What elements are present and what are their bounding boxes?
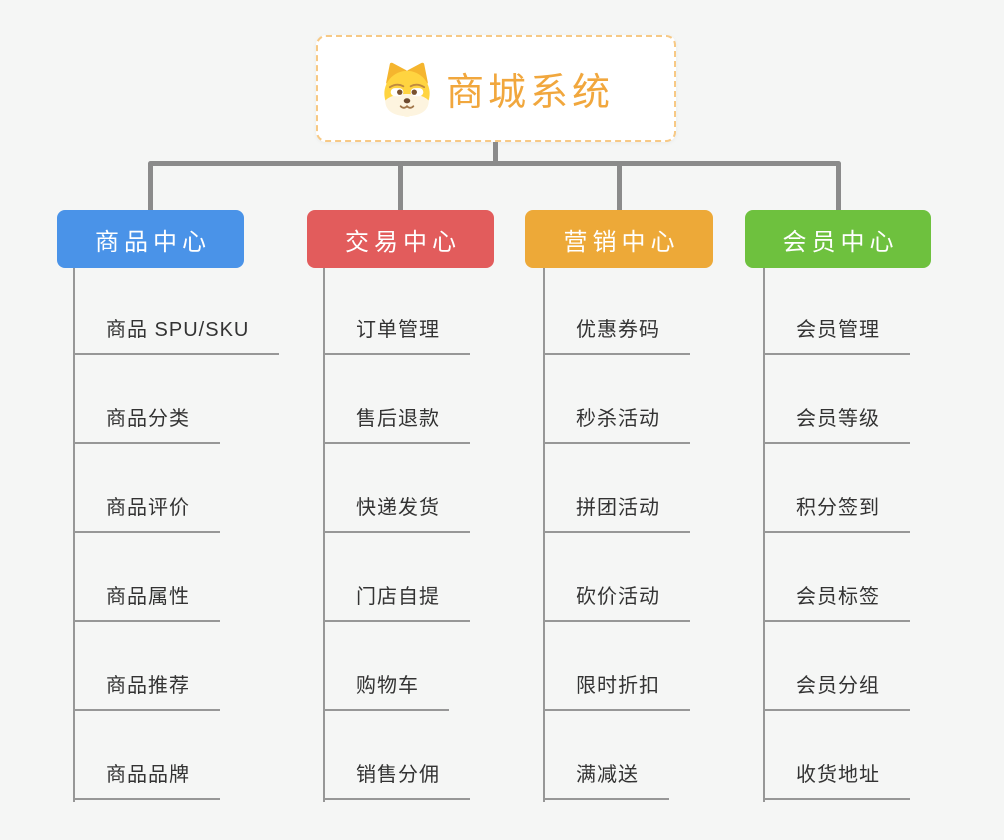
branch-node-label: 会员中心 (782, 228, 899, 256)
leaf-node[interactable]: 商品 SPU/SKU (75, 317, 280, 355)
leaf-node[interactable]: 商品评价 (75, 495, 220, 533)
leaf-node[interactable]: 门店自提 (325, 584, 470, 622)
dog-face-icon (384, 62, 430, 116)
connector-horizontal-bar (148, 161, 841, 166)
branch-children: 商品 SPU/SKU 商品分类商品评价商品属性商品推荐商品品牌 (73, 268, 280, 802)
leaf-node[interactable]: 秒杀活动 (545, 406, 690, 444)
branch-children: 订单管理售后退款快递发货门店自提购物车销售分佣 (323, 268, 470, 802)
leaf-node[interactable]: 商品推荐 (75, 673, 220, 711)
branch-node[interactable]: 会员中心 (745, 210, 931, 268)
branch-node[interactable]: 营销中心 (525, 210, 713, 268)
leaf-node[interactable]: 会员等级 (765, 406, 910, 444)
leaf-node[interactable]: 购物车 (325, 673, 449, 711)
root-title: 商城系统 (445, 72, 614, 114)
leaf-node[interactable]: 满减送 (545, 762, 669, 800)
branch-node-label: 交易中心 (345, 228, 461, 256)
connector-drop-branch-1 (148, 163, 153, 210)
leaf-node[interactable]: 收货地址 (765, 762, 910, 800)
connector-drop-branch-4 (836, 163, 841, 210)
leaf-node[interactable]: 快递发货 (325, 495, 470, 533)
leaf-node[interactable]: 限时折扣 (545, 673, 690, 711)
leaf-node[interactable]: 积分签到 (765, 495, 910, 533)
connector-drop-branch-3 (617, 163, 622, 210)
branch-children: 优惠券码秒杀活动拼团活动砍价活动限时折扣满减送 (543, 268, 690, 802)
leaf-node[interactable]: 商品品牌 (75, 762, 220, 800)
leaf-node[interactable]: 商品属性 (75, 584, 220, 622)
leaf-node[interactable]: 砍价活动 (545, 584, 690, 622)
leaf-node[interactable]: 优惠券码 (545, 317, 690, 355)
leaf-node[interactable]: 会员管理 (765, 317, 910, 355)
branch-node[interactable]: 商品中心 (57, 210, 244, 268)
connector-root-stem (493, 142, 498, 163)
connector-drop-branch-2 (398, 163, 403, 210)
leaf-node[interactable]: 商品分类 (75, 406, 220, 444)
leaf-node[interactable]: 拼团活动 (545, 495, 690, 533)
leaf-node[interactable]: 销售分佣 (325, 762, 470, 800)
leaf-node[interactable]: 会员分组 (765, 673, 910, 711)
branch-node-label: 商品中心 (95, 228, 211, 256)
leaf-node[interactable]: 订单管理 (325, 317, 470, 355)
leaf-node[interactable]: 售后退款 (325, 406, 470, 444)
root-node[interactable]: 商城系统 (316, 35, 676, 142)
branch-node[interactable]: 交易中心 (307, 210, 494, 268)
branch-children: 会员管理会员等级积分签到会员标签会员分组收货地址 (763, 268, 910, 802)
branch-node-label: 营销中心 (563, 228, 680, 256)
leaf-node[interactable]: 会员标签 (765, 584, 910, 622)
